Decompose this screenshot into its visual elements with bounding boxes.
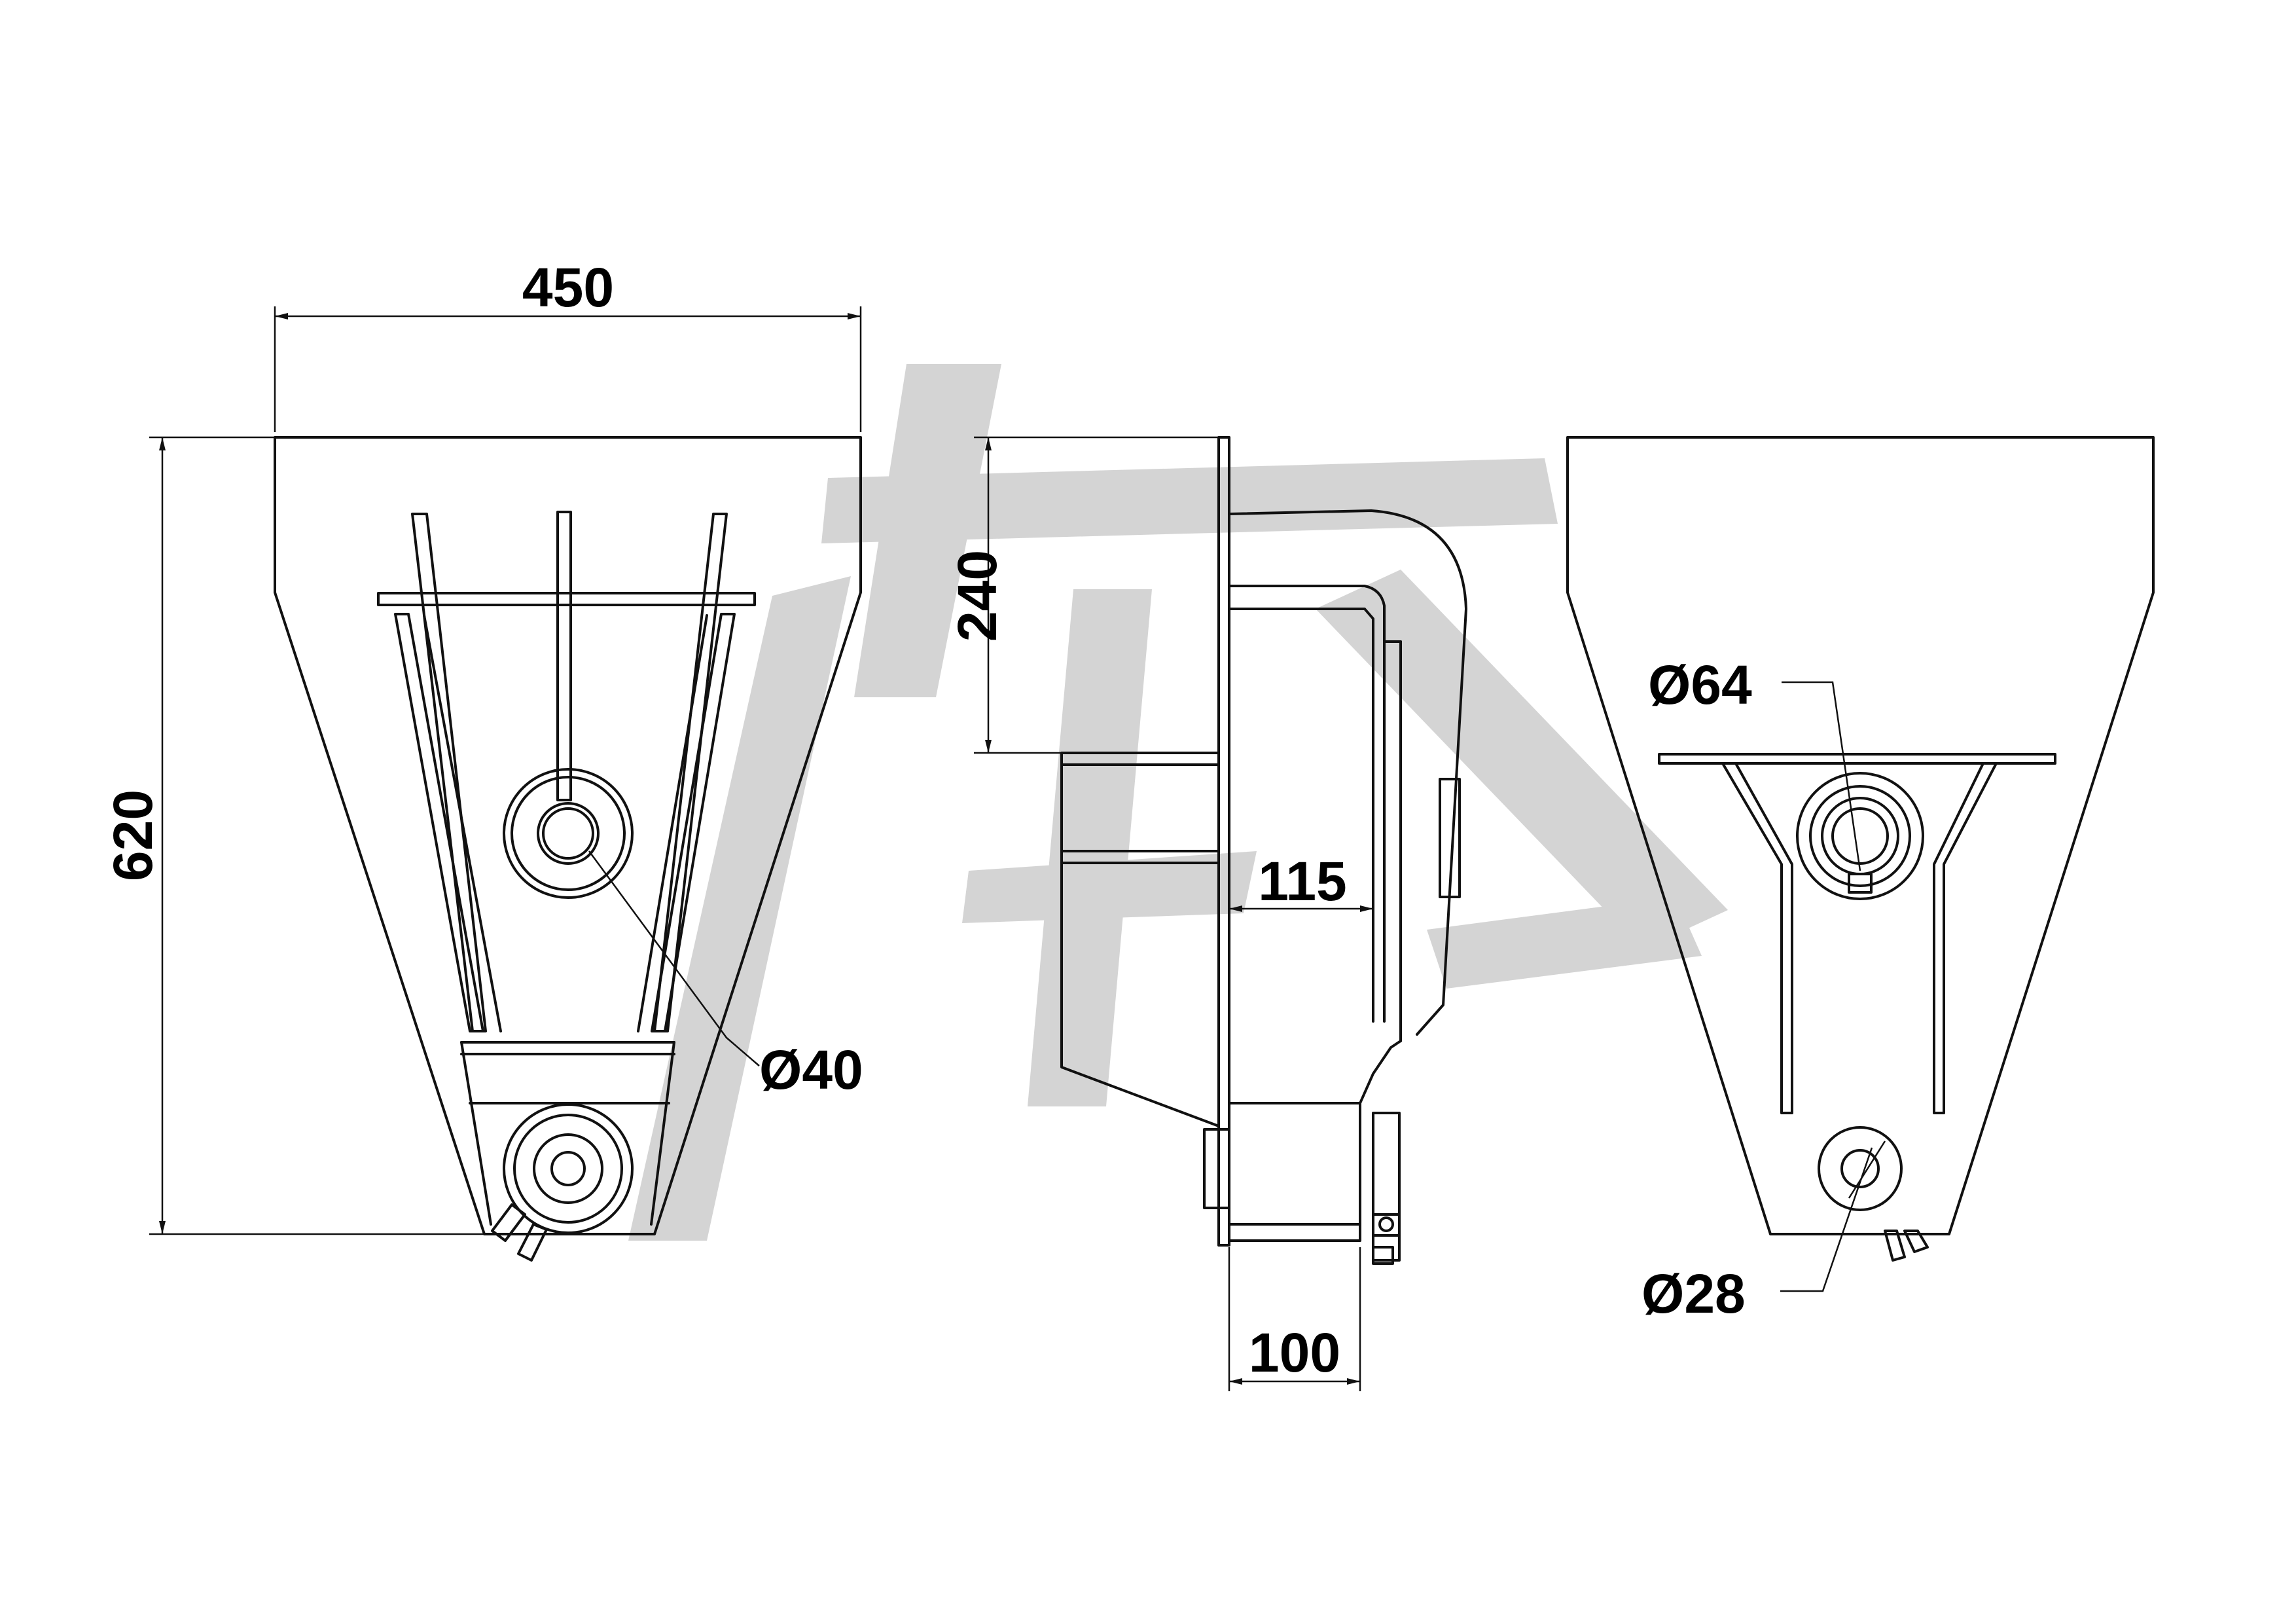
side-height-label: 240 <box>946 550 1008 642</box>
front-upper-hole <box>503 768 634 899</box>
side-bottom-dimension: 100 <box>1228 1247 1361 1391</box>
front-width-dimension: 450 <box>274 257 862 432</box>
side-depth-label: 115 <box>1258 850 1347 912</box>
back-plate <box>1658 753 2056 765</box>
back-large-bushing <box>1796 772 1924 900</box>
side-view <box>1060 436 1467 1265</box>
side-bottom-label: 100 <box>1249 1322 1340 1383</box>
back-small-hole-label: Ø28 <box>1641 1263 1746 1324</box>
front-view-outline <box>274 436 862 1235</box>
side-height-dimension: 240 <box>946 436 1219 754</box>
back-view <box>1566 436 2155 1292</box>
front-center-rod <box>556 511 572 801</box>
front-height-dimension: 620 <box>102 436 484 1235</box>
back-view-outline <box>1566 436 2155 1235</box>
front-hole-label: Ø40 <box>759 1039 863 1101</box>
side-upper-cover <box>1228 509 1467 1036</box>
side-depth-dimension: 115 <box>1229 850 1373 912</box>
side-lower-clamp <box>1228 1102 1361 1242</box>
side-mounting-plate <box>1217 436 1230 1247</box>
side-mount-box <box>1060 752 1220 1127</box>
front-cross-bar <box>377 592 756 606</box>
front-width-label: 450 <box>522 257 614 318</box>
front-view <box>274 436 862 1262</box>
back-small-hole <box>1818 1126 1903 1211</box>
front-lower-bushing <box>503 1103 634 1234</box>
front-height-label: 620 <box>102 790 164 881</box>
back-large-hole-label: Ø64 <box>1648 654 1752 716</box>
watermark-logo <box>628 364 1728 1241</box>
